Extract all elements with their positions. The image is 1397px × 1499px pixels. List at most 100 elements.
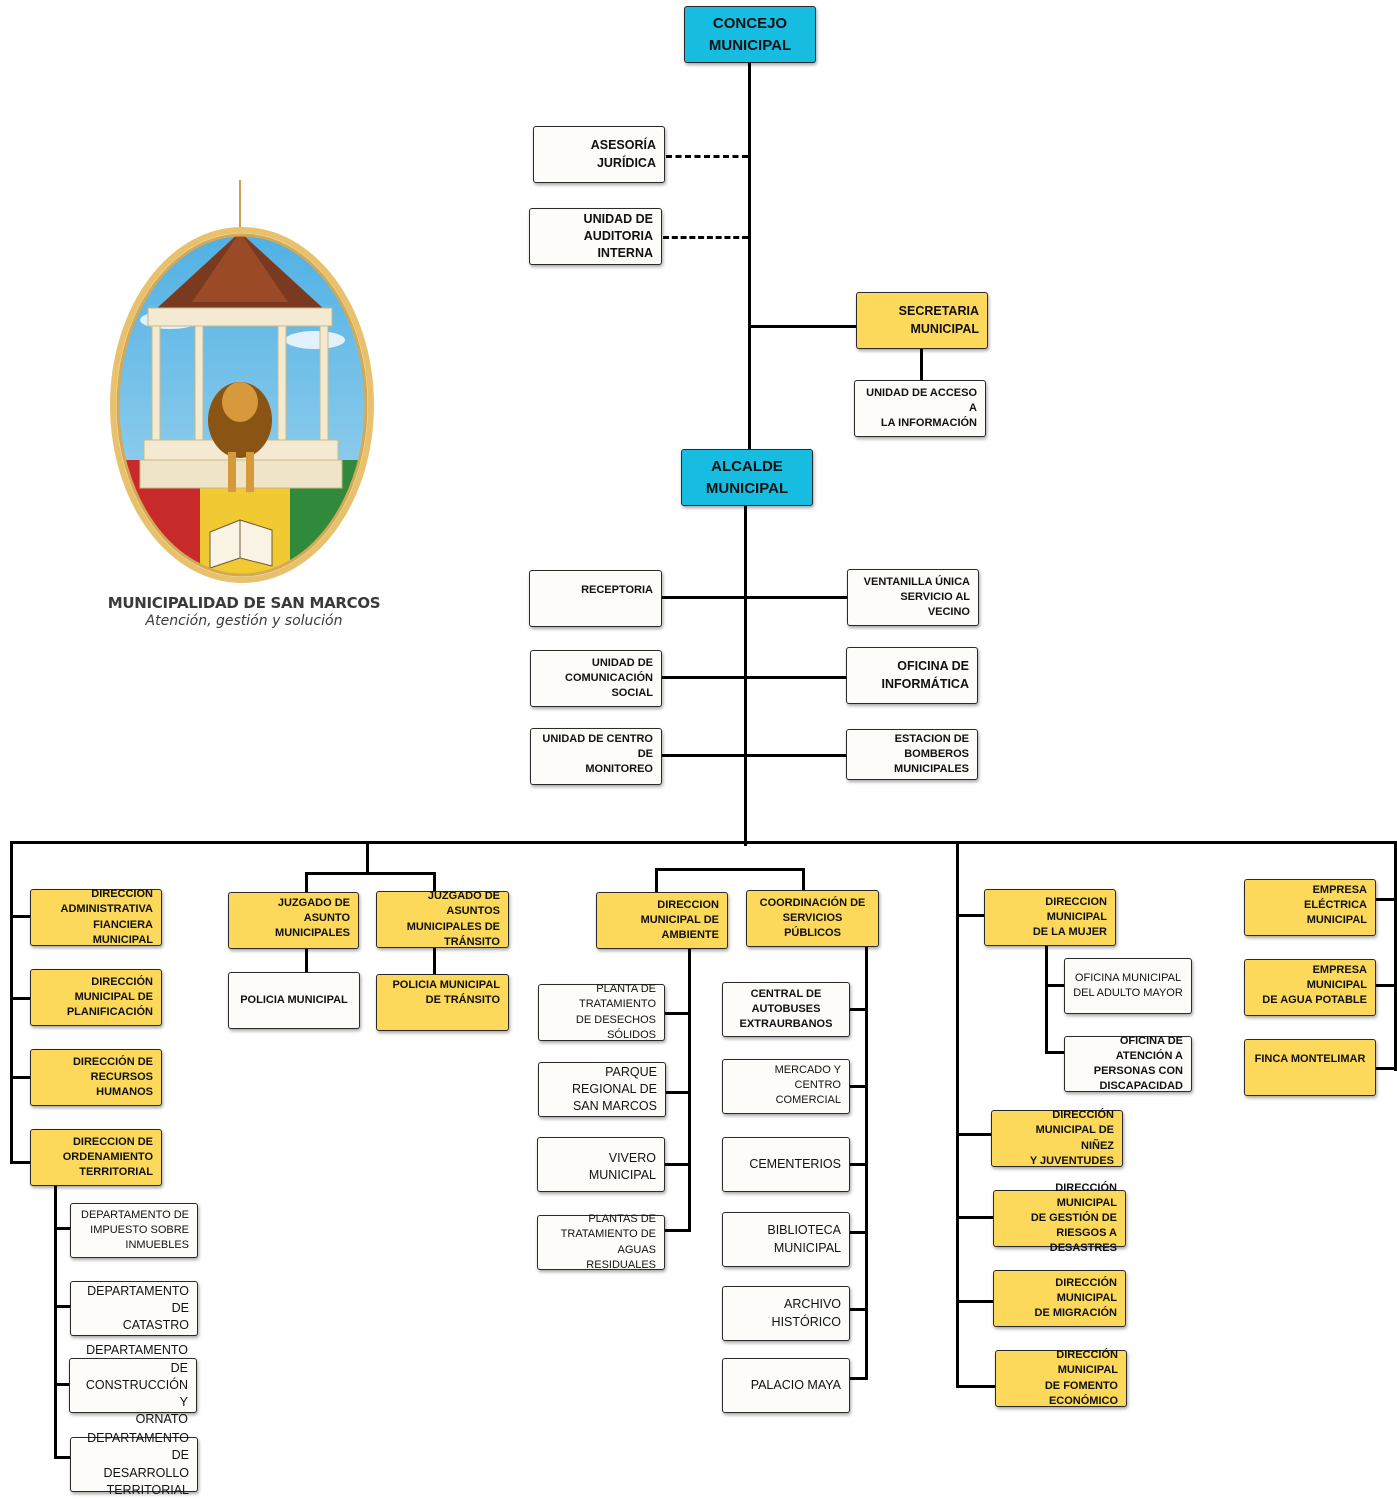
social-column-line	[956, 841, 959, 1388]
mujer-subtree-line	[1045, 944, 1048, 1054]
juzgado-asuntos-transito-box: JUZGADO DE ASUNTOS MUNICIPALES DE TRÁNSI…	[376, 890, 509, 948]
empresas-branch	[1376, 898, 1397, 901]
ordenamiento-branch	[54, 1456, 70, 1459]
vivero-municipal-box: VIVERO MUNICIPAL	[537, 1137, 665, 1192]
departamento-impuesto-inmuebles-box: DEPARTAMENTO DE IMPUESTO SOBRE INMUEBLES	[70, 1203, 198, 1258]
planta-desechos-solidos-box: PLANTA DE TRATAMIENTO DE DESECHOS SÓLIDO…	[538, 983, 665, 1041]
direccion-fomento-economico-box: DIRECCIÓN MUNICIPAL DE FOMENTO ECONÓMICO	[995, 1349, 1127, 1407]
concejo-municipal-box: CONCEJO MUNICIPAL	[684, 6, 816, 63]
departamento-desarrollo-territorial-box: DEPARTAMENTO DE DESARROLLO TERRITORIAL	[70, 1431, 198, 1497]
social-branch	[956, 1300, 993, 1303]
direccion-ordenamiento-territorial-box: DIRECCION DE ORDENAMIENTO TERRITORIAL	[30, 1129, 162, 1186]
policia-transito-connector	[433, 947, 436, 974]
secretaria-municipal-box: SECRETARIA MUNICIPAL	[856, 292, 988, 349]
servicios-branch	[849, 1377, 868, 1380]
direccion-ninez-juventudes-box: DIRECCIÓN MUNICIPAL DE NIÑEZ Y JUVENTUDE…	[991, 1109, 1123, 1167]
departamento-catastro-box: DEPARTAMENTO DE CATASTRO	[70, 1281, 198, 1336]
empresa-agua-potable-box: EMPRESA MUNICIPAL DE AGUA POTABLE	[1244, 959, 1376, 1016]
empresas-branch	[1376, 1067, 1397, 1070]
centro-monitoreo-box: UNIDAD DE CENTRO DE MONITOREO	[530, 728, 662, 785]
main-horizontal-bus	[10, 841, 1397, 844]
receptoria-box: RECEPTORIA	[529, 570, 662, 627]
ambiente-branch	[664, 1163, 690, 1166]
admin-branch	[10, 915, 31, 918]
policia-connector	[305, 948, 308, 972]
central-autobuses-box: CENTRAL DE AUTOBUSES EXTRAURBANOS	[722, 982, 850, 1037]
oficina-adulto-mayor-box: OFICINA MUNICIPAL DEL ADULTO MAYOR	[1064, 958, 1192, 1014]
ambiente-branch	[664, 1091, 690, 1094]
direccion-administrativa-financiera-box: DIRECCION ADMINISTRATIVA FIANCIERA MUNIC…	[30, 888, 162, 946]
trunk-line	[748, 62, 751, 450]
juzgados-bar	[305, 872, 435, 875]
juzgado-asuntos-municipales-box: JUZGADO DE ASUNTO MUNICIPALES	[228, 892, 359, 949]
ventanilla-unica-box: VENTANILLA ÚNICA SERVICIO AL VECINO	[847, 569, 979, 626]
receptoria-connector	[662, 596, 847, 599]
admin-branch	[10, 1161, 31, 1164]
mujer-branch	[1045, 984, 1065, 987]
ambiente-branch	[664, 1229, 690, 1232]
ordenamiento-branch	[54, 1383, 70, 1386]
monitoreo-connector	[662, 754, 846, 757]
social-branch	[956, 914, 985, 917]
palacio-maya-box: PALACIO MAYA	[722, 1358, 850, 1413]
finca-montelimar-box: FINCA MONTELIMAR	[1244, 1039, 1376, 1096]
asesoria-juridica-box: ASESORÍA JURÍDICA	[533, 126, 665, 183]
mercado-centro-comercial-box: MERCADO Y CENTRO COMERCIAL	[722, 1059, 850, 1114]
empresas-branch	[1376, 984, 1397, 987]
municipal-seal-logo	[110, 180, 374, 583]
servicios-branch	[849, 1085, 868, 1088]
policia-municipal-box: POLICIA MUNICIPAL	[228, 972, 360, 1029]
direccion-migracion-box: DIRECCIÓN MUNICIPAL DE MIGRACIÓN	[993, 1270, 1126, 1327]
coordinacion-servicios-publicos-box: COORDINACIÓN DE SERVICIOS PÚBLICOS	[746, 890, 879, 947]
auditoria-dashed-connector	[663, 236, 748, 239]
archivo-historico-box: ARCHIVO HISTÓRICO	[722, 1286, 850, 1341]
empresas-column-line	[1394, 841, 1397, 1071]
ambiente-drop	[655, 868, 658, 892]
servicios-branch	[849, 1308, 868, 1311]
mujer-branch	[1045, 1051, 1065, 1054]
social-branch	[956, 1216, 993, 1219]
servicios-branch	[849, 1008, 868, 1011]
auditoria-interna-box: UNIDAD DE AUDITORIA INTERNA	[529, 208, 662, 265]
policia-municipal-transito-box: POLICIA MUNICIPAL DE TRÁNSITO	[376, 974, 509, 1031]
logo-name: MUNICIPALIDAD DE SAN MARCOS	[107, 594, 381, 612]
servicios-drop	[802, 868, 805, 892]
secretaria-connector	[748, 325, 856, 328]
direccion-mujer-box: DIRECCION MUNICIPAL DE LA MUJER	[984, 889, 1116, 946]
juzgados-drop	[433, 872, 436, 892]
logo-slogan: Atención, gestión y solución	[145, 613, 343, 629]
servicios-branch	[849, 1163, 868, 1166]
admin-branch	[10, 997, 31, 1000]
ordenamiento-branch	[54, 1305, 70, 1308]
social-branch	[956, 1385, 995, 1388]
cementerios-box: CEMENTERIOS	[722, 1137, 850, 1192]
ordenamiento-branch	[54, 1227, 70, 1230]
direccion-recursos-humanos-box: DIRECCIÓN DE RECURSOS HUMANOS	[30, 1049, 162, 1106]
admin-branch	[10, 1076, 31, 1079]
ambiente-branch	[664, 1012, 690, 1015]
comunicacion-connector	[662, 676, 846, 679]
trunk-line-lower	[744, 505, 747, 846]
ordenamiento-subtree-line	[54, 1184, 57, 1459]
juzgados-drop	[366, 841, 369, 875]
comunicacion-social-box: UNIDAD DE COMUNICACIÓN SOCIAL	[530, 650, 662, 707]
direccion-planificacion-box: DIRECCIÓN MUNICIPAL DE PLANIFICACIÓN	[30, 969, 162, 1026]
plantas-aguas-residuales-box: PLANTAS DE TRATAMIENTO DE AGUAS RESIDUAL…	[537, 1213, 665, 1271]
acceso-connector	[920, 348, 923, 380]
social-branch	[956, 1133, 992, 1136]
ambiente-bar	[655, 868, 805, 871]
unidad-acceso-informacion-box: UNIDAD DE ACCESO A LA INFORMACIÓN	[854, 380, 986, 437]
juzgados-drop	[305, 872, 308, 892]
ambiente-column-line	[688, 949, 691, 1232]
direccion-ambiente-box: DIRECCION MUNICIPAL DE AMBIENTE	[596, 892, 728, 949]
servicios-branch	[849, 1231, 868, 1234]
empresa-electrica-box: EMPRESA ELÉCTRICA MUNICIPAL	[1244, 879, 1376, 936]
oficina-atencion-discapacidad-box: OFICINA DE ATENCIÓN A PERSONAS CON DISCA…	[1064, 1035, 1192, 1092]
direccion-gestion-riesgos-box: DIRECCIÓN MUNICIPAL DE GESTIÓN DE RIESGO…	[993, 1182, 1126, 1254]
parque-regional-box: PARQUE REGIONAL DE SAN MARCOS	[538, 1062, 666, 1117]
asesoria-dashed-connector	[666, 155, 748, 158]
oficina-informatica-box: OFICINA DE INFORMÁTICA	[846, 647, 978, 704]
admin-column-line	[10, 841, 13, 1164]
estacion-bomberos-box: ESTACION DE BOMBEROS MUNICIPALES	[846, 729, 978, 780]
